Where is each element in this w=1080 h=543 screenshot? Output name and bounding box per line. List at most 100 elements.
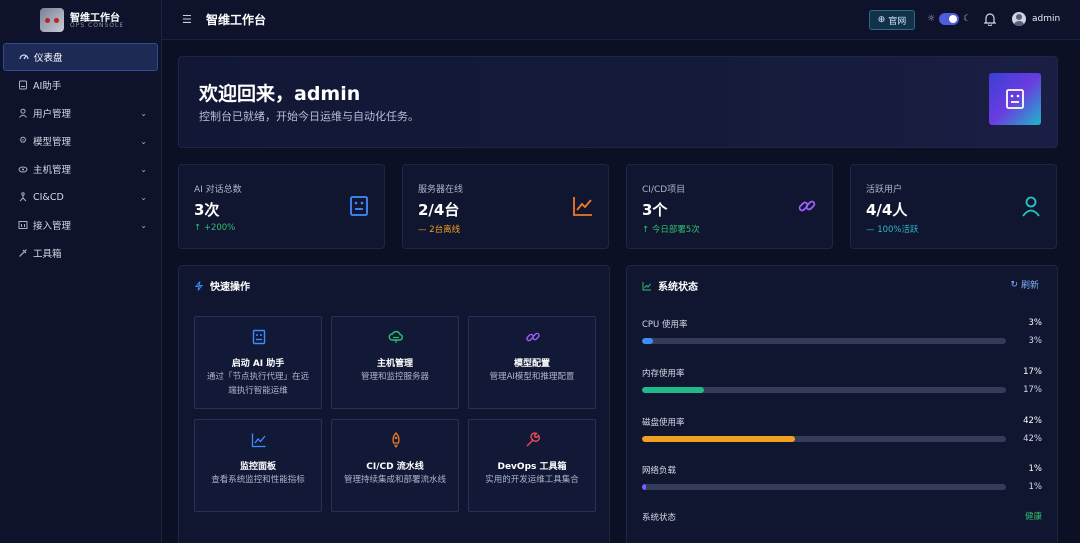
tile-title: 模型配置: [513, 359, 550, 369]
sidebar-item-label: 用户管理: [33, 109, 72, 120]
chevron-down-icon: ⌄: [140, 220, 147, 230]
user-icon: [18, 108, 28, 118]
sidebar-item-label: 主机管理: [33, 165, 72, 176]
tile-title: 监控面板: [239, 462, 276, 472]
robot-icon: [989, 73, 1041, 125]
system-status-panel: 系统状态 ↻ 刷新 CPU 使用率 3% 3% 内存使用率 17% 17% 磁盘…: [626, 265, 1058, 543]
stat-label: 活跃用户: [866, 185, 903, 195]
chevron-down-icon: ⌄: [140, 108, 147, 118]
globe-icon: ⊕: [877, 15, 886, 25]
progress-fill: [642, 338, 653, 344]
rocket-icon: [388, 432, 404, 449]
system-status-header: 系统状态: [642, 278, 698, 293]
tile-description: 管理和监控服务器: [360, 372, 429, 382]
robot-icon: [251, 329, 267, 345]
cloud-icon: [18, 164, 28, 174]
refresh-button[interactable]: ↻ 刷新: [1010, 278, 1039, 292]
quick-action-host-management[interactable]: 主机管理 管理和监控服务器: [331, 316, 459, 409]
theme-switch[interactable]: ☼ ☾: [927, 13, 971, 25]
quick-action-monitoring[interactable]: 监控面板 查看系统监控和性能指标: [194, 419, 322, 512]
metric-cpu: CPU 使用率 3% 3%: [642, 318, 1042, 358]
sidebar-item-dashboard[interactable]: 仪表盘: [3, 43, 158, 71]
brand-logo: [40, 8, 64, 32]
metric-label: 内存使用率: [642, 369, 685, 379]
chart-line-icon: [251, 432, 267, 448]
robot-icon: [18, 80, 28, 90]
metric-memory: 内存使用率 17% 17%: [642, 367, 1042, 407]
quick-action-model-config[interactable]: 模型配置 管理AI模型和推理配置: [468, 316, 596, 409]
sidebar-item-access[interactable]: 接入管理 ⌄: [0, 211, 161, 239]
metric-value: 17%: [1023, 367, 1042, 377]
link-icon: [525, 329, 541, 345]
metric-label: 网络负载: [642, 466, 677, 476]
progress-value: 1%: [1028, 482, 1043, 492]
sidebar-item-tools[interactable]: 工具箱: [0, 239, 161, 267]
pipeline-icon: [18, 192, 28, 202]
stat-value: 2/4台: [418, 201, 460, 219]
menu-toggle-icon[interactable]: ☰: [182, 13, 192, 26]
metric-disk: 磁盘使用率 42% 42%: [642, 416, 1042, 456]
brand-title: 智维工作台: [70, 13, 120, 24]
progress-value: 42%: [1023, 434, 1042, 444]
metric-label: 磁盘使用率: [642, 418, 685, 428]
tile-title: CI/CD 流水线: [366, 462, 424, 472]
progress-fill: [642, 436, 795, 442]
sidebar-item-label: CI&CD: [33, 191, 64, 203]
status-badge: 健康: [1024, 512, 1042, 522]
dashboard-icon: [19, 52, 29, 62]
moon-icon: ☾: [963, 14, 972, 24]
progress-value: 3%: [1028, 336, 1043, 346]
sidebar-item-label: 仪表盘: [34, 53, 63, 64]
tools-icon: [18, 248, 28, 258]
stat-label: 服务器在线: [418, 185, 464, 195]
progress-value: 17%: [1023, 385, 1042, 395]
bell-icon[interactable]: [983, 12, 997, 27]
quick-action-cicd-pipeline[interactable]: CI/CD 流水线 管理持续集成和部署流水线: [331, 419, 459, 512]
tile-description: 管理持续集成和部署流水线: [343, 475, 446, 485]
sidebar-item-users[interactable]: 用户管理 ⌄: [0, 99, 161, 127]
quick-action-ai-assistant[interactable]: 启动 AI 助手 通过「节点执行代理」在远端执行智能运维: [194, 316, 322, 409]
refresh-label: 刷新: [1020, 281, 1039, 291]
progress-track: [642, 387, 1006, 393]
system-health-row: 系统状态 健康: [642, 510, 1042, 523]
chart-line-icon: [642, 281, 652, 291]
quick-actions-header: 快速操作: [194, 278, 250, 293]
refresh-icon: ↻: [1010, 279, 1018, 290]
sidebar-item-models[interactable]: ⚙ 模型管理 ⌄: [0, 127, 161, 155]
tile-description: 管理AI模型和推理配置: [489, 372, 575, 382]
stat-value: 3次: [194, 201, 220, 219]
quick-action-devops-toolbox[interactable]: DevOps 工具箱 实用的开发运维工具集合: [468, 419, 596, 512]
official-site-label: 官网: [888, 16, 907, 27]
sun-icon: ☼: [927, 14, 936, 24]
official-site-button[interactable]: ⊕ 官网: [869, 10, 915, 30]
user-menu[interactable]: admin: [1012, 12, 1060, 26]
plug-icon: [18, 220, 28, 230]
lightning-icon: [194, 280, 204, 291]
brand[interactable]: 智维工作台 OPS CONSOLE: [0, 0, 161, 40]
chevron-down-icon: ⌄: [140, 136, 147, 146]
stat-value: 3个: [642, 201, 668, 219]
metric-value: 3%: [1028, 318, 1043, 328]
sidebar-item-ai-assistant[interactable]: AI助手: [0, 71, 161, 99]
metric-value: 42%: [1023, 416, 1042, 426]
sidebar-item-cicd[interactable]: CI&CD ⌄: [0, 183, 161, 211]
cloud-server-icon: [388, 329, 404, 345]
theme-toggle[interactable]: [939, 13, 960, 25]
stat-delta: ↑ +200%: [194, 223, 236, 233]
stat-delta: ↑ 今日部署5次: [642, 225, 700, 235]
sidebar-item-label: 接入管理: [33, 221, 72, 232]
page-title: 智维工作台: [206, 13, 267, 27]
sidebar-item-hosts[interactable]: 主机管理 ⌄: [0, 155, 161, 183]
sidebar: 智维工作台 OPS CONSOLE 仪表盘 AI助手 用户管理 ⌄ ⚙ 模型管理…: [0, 0, 162, 543]
tile-title: 启动 AI 助手: [231, 359, 285, 369]
stat-label: CI/CD项目: [642, 185, 686, 195]
link-icon: [796, 195, 818, 217]
main-content: 欢迎回来，admin 控制台已就绪，开始今日运维与自动化任务。 AI 对话总数 …: [162, 40, 1080, 543]
metric-label: CPU 使用率: [642, 320, 688, 330]
stat-delta: — 2台离线: [418, 225, 461, 235]
progress-track: [642, 338, 1006, 344]
tile-description: 实用的开发运维工具集合: [485, 475, 579, 485]
sidebar-item-label: 工具箱: [33, 249, 62, 260]
arrow-up-icon: ↑: [194, 223, 204, 233]
sidebar-item-label: 模型管理: [33, 137, 72, 148]
